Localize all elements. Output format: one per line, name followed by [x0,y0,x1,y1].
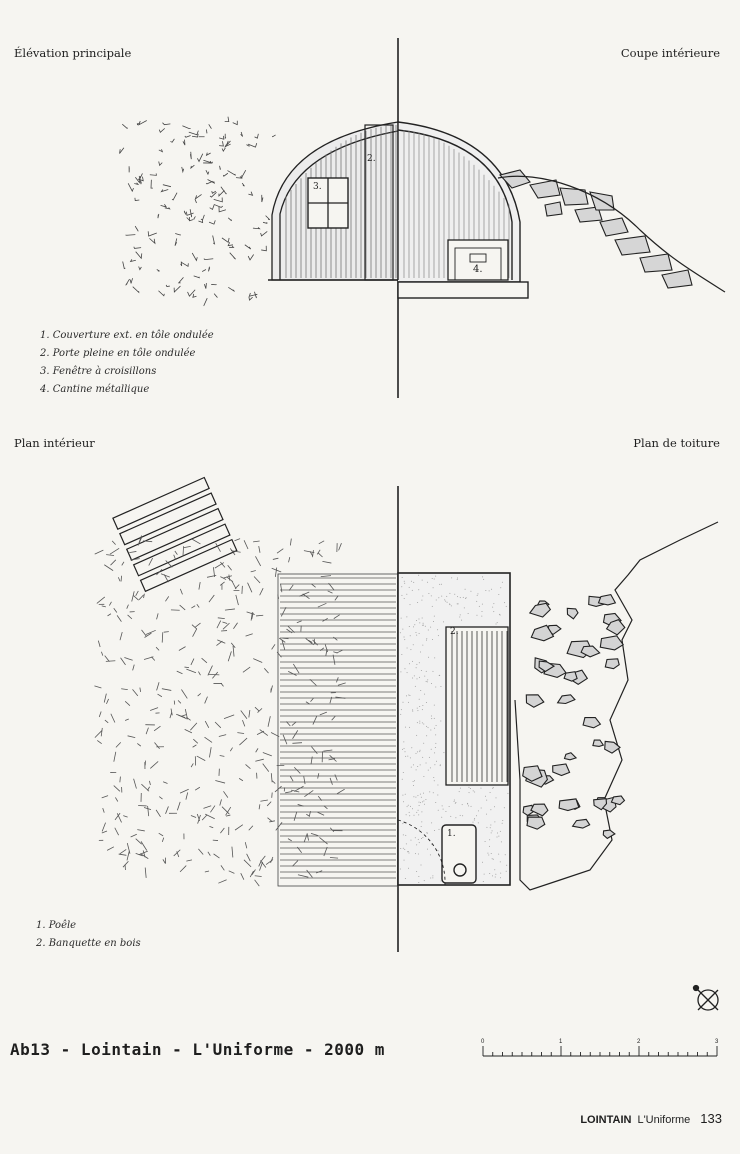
legend-item: 2. Banquette en bois [36,938,141,949]
scale-bar [482,1046,718,1057]
mark-bench: 2. [450,627,459,637]
elevation-hut [268,121,399,281]
stove-outline [441,824,477,884]
section-hut [397,121,529,299]
mark-door: 2. [367,154,376,164]
door-swing [397,819,446,886]
legend-item: 1. Poêle [36,920,77,931]
drawing-title: Ab13 - Lointain - L'Uniforme - 2000 m [10,1040,385,1059]
section-ground-line [497,175,726,293]
footer-section: LOINTAIN [580,1114,632,1126]
label-section: Coupe intérieure [620,46,720,60]
label-elevation: Élévation principale [14,46,132,60]
footer-chapter: L'Uniforme [637,1114,691,1126]
legend-item: 3. Fenêtre à croisillons [40,366,157,377]
scale-tick-label: 3 [715,1039,719,1045]
bench-slats [451,631,508,782]
stove-pipe [453,863,467,877]
label-interior-plan: Plan intérieur [14,436,95,450]
legend-bottom: 1. Poêle 2. Banquette en bois [36,917,141,953]
legend-top: 1. Couverture ext. en tôle ondulée 2. Po… [40,327,214,399]
mark-trunk: 4. [473,264,483,275]
scale-tick-label: 1 [559,1039,563,1045]
roof-terrain-edge [514,521,719,891]
mark-window: 3. [313,182,322,192]
section-rocks [498,169,693,289]
plan-vegetation [94,535,346,887]
legend-item: 1. Couverture ext. en tôle ondulée [40,330,214,341]
plan-floor-boards [280,577,396,879]
north-arrow-icon [692,984,719,1011]
elevation-vegetation [119,116,276,307]
label-roof-plan: Plan de toiture [633,436,720,450]
page-footer: LOINTAIN L'Uniforme 133 [580,1111,722,1126]
legend-item: 2. Porte pleine en tôle ondulée [40,348,196,359]
scale-tick-label: 0 [481,1039,485,1045]
page-number: 133 [700,1111,722,1126]
roof-rocks [522,593,626,840]
legend-item: 4. Cantine métallique [40,384,150,395]
pallet [112,476,238,593]
scale-tick-label: 2 [637,1039,641,1045]
plan-walls [277,573,399,887]
mark-stove: 1. [447,829,456,839]
